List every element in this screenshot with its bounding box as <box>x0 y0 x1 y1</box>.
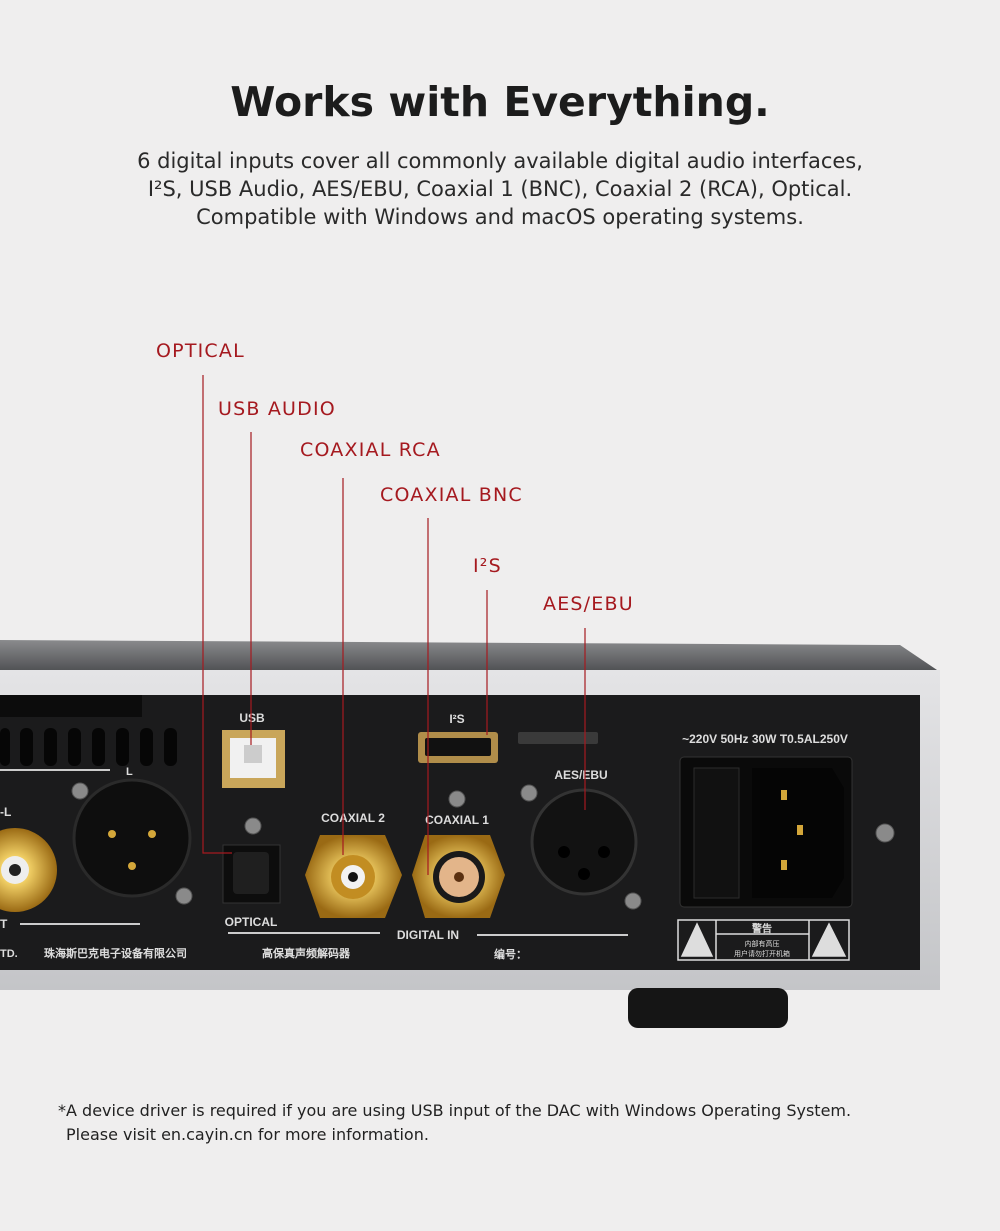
label-product: 高保真声频解码器 <box>262 946 351 960</box>
vent-slots <box>0 728 177 766</box>
warning-title: 警告 <box>751 922 772 935</box>
page-title: Works with Everything. <box>230 78 770 126</box>
callout-i2s: I²S <box>473 555 502 577</box>
footnote-line: *A device driver is required if you are … <box>58 1101 852 1120</box>
warning-label <box>677 919 850 961</box>
label-optical: OPTICAL <box>225 915 278 929</box>
callout-aes-ebu: AES/EBU <box>543 593 634 615</box>
sd-slot <box>518 732 598 744</box>
callout-usb-audio: USB AUDIO <box>218 398 336 420</box>
label-coaxial-1: COAXIAL 1 <box>425 813 489 827</box>
warning-line: 用户请勿打开机箱 <box>734 949 790 958</box>
chassis-top <box>0 640 940 672</box>
warning-line: 内部有高压 <box>745 939 780 948</box>
label-power: ~220V 50Hz 30W T0.5AL250V <box>682 732 848 746</box>
subtitle: 6 digital inputs cover all commonly avai… <box>0 147 1000 231</box>
screws <box>71 782 895 910</box>
foot <box>628 988 788 1028</box>
subtitle-line: 6 digital inputs cover all commonly avai… <box>137 149 863 173</box>
callout-lines <box>202 375 586 875</box>
label-coaxial-2: COAXIAL 2 <box>321 811 385 825</box>
subtitle-line: I²S, USB Audio, AES/EBU, Coaxial 1 (BNC)… <box>147 177 853 201</box>
callout-optical: OPTICAL <box>156 340 245 362</box>
label-company: 珠海斯巴克电子设备有限公司 <box>44 946 187 960</box>
label-ltd: TD. <box>0 948 18 960</box>
label-usb: USB <box>239 711 265 725</box>
label-minus-l: -L <box>0 805 11 819</box>
label-i2s: I²S <box>449 712 464 726</box>
label-serial: 编号： <box>494 947 527 961</box>
callout-line-optical <box>202 375 232 854</box>
callout-coaxial-bnc: COAXIAL BNC <box>380 484 523 506</box>
xlr-output <box>72 778 192 898</box>
aes-ebu-port <box>530 788 638 896</box>
callout-coaxial-rca: COAXIAL RCA <box>300 439 441 461</box>
label-digital-in: DIGITAL IN <box>397 928 459 942</box>
footnote: *A device driver is required if you are … <box>58 1099 851 1147</box>
footnote-line: Please visit en.cayin.cn for more inform… <box>66 1125 429 1144</box>
label-left: L <box>126 766 133 778</box>
label-t: T <box>0 917 8 931</box>
label-aes-ebu: AES/EBU <box>554 768 607 782</box>
subtitle-line: Compatible with Windows and macOS operat… <box>196 205 804 229</box>
